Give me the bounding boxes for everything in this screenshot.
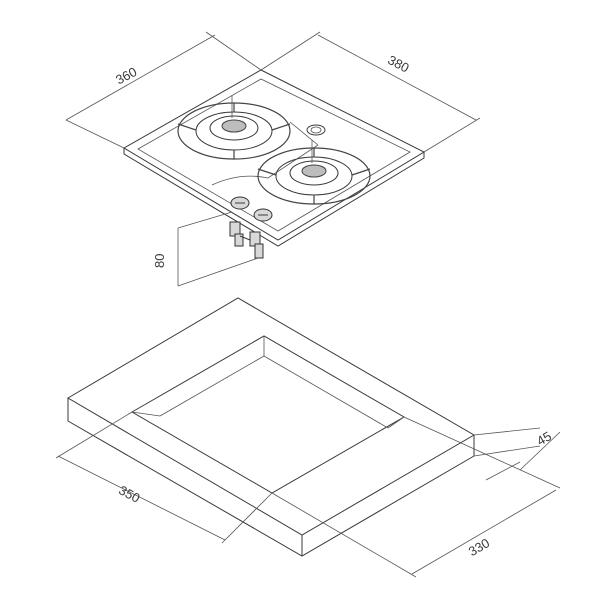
extension-line: [423, 117, 481, 153]
dim-label-45: 45: [534, 428, 554, 448]
hob-plate-outline: [123, 69, 426, 241]
dim-line: [317, 34, 477, 121]
frame-side-outer: [67, 398, 475, 557]
burner-crown: [221, 119, 247, 133]
dim-line: [411, 489, 557, 575]
pan-support-arm: [351, 168, 371, 176]
hob-split-line: [211, 144, 319, 186]
dim-label-330: 330: [466, 535, 492, 559]
burner-crown: [301, 164, 327, 178]
gas-valves: [229, 221, 264, 259]
burner-cap: [209, 115, 259, 141]
hob-unit: [123, 69, 426, 259]
pan-support-arm: [257, 168, 277, 176]
dim-cutout-width: 350: [55, 411, 273, 544]
opening-back-wall: [159, 336, 265, 417]
knob-left: [230, 196, 250, 210]
cutout-frame: [67, 297, 475, 557]
hob-split-line-2: [289, 121, 319, 146]
dim-line: [65, 34, 216, 121]
dim-line: [519, 431, 561, 471]
dim-label-350: 350: [116, 482, 142, 505]
dim-hob-height: 80: [152, 211, 259, 287]
valve-nozzle: [234, 233, 244, 247]
hob-inner-rim: [137, 78, 411, 232]
dim-label-360: 360: [113, 64, 139, 87]
dim-label-380: 380: [385, 52, 411, 75]
extension-line: [221, 492, 273, 544]
burner-rear-left: [177, 95, 291, 160]
dim-line: [57, 455, 226, 541]
extension-line: [177, 257, 259, 287]
dim-hob-depth: 360: [65, 31, 262, 149]
dim-line: [485, 461, 521, 481]
dim-label-80: 80: [152, 254, 167, 268]
dim-frame-thickness: 45: [473, 427, 561, 481]
extension-line: [403, 416, 561, 489]
extension-line: [205, 31, 262, 71]
extension-line: [271, 492, 417, 578]
hob-plate-edge: [123, 148, 425, 247]
knob-right: [253, 208, 273, 222]
extension-line: [260, 31, 321, 71]
valve-link: [239, 235, 251, 241]
frame-opening: [130, 335, 406, 494]
extension-line: [65, 119, 125, 149]
pan-support-arm: [177, 123, 197, 131]
opening-corner-right: [387, 416, 405, 429]
burner-front-right: [257, 140, 371, 205]
pan-support-arm: [271, 123, 291, 131]
extension-line: [473, 445, 541, 457]
valve-nozzle: [254, 243, 264, 259]
dim-cutout-depth: 330: [271, 416, 561, 578]
dim-hob-width: 380: [260, 31, 481, 153]
opening-right-wall: [263, 355, 389, 429]
extension-line: [55, 411, 133, 459]
ignition-plug-inner: [310, 126, 322, 134]
extension-line: [177, 211, 233, 229]
opening-corner-left: [131, 411, 161, 417]
ignition-plug: [306, 124, 326, 136]
extension-line: [473, 427, 541, 436]
burner-cap: [289, 160, 339, 186]
